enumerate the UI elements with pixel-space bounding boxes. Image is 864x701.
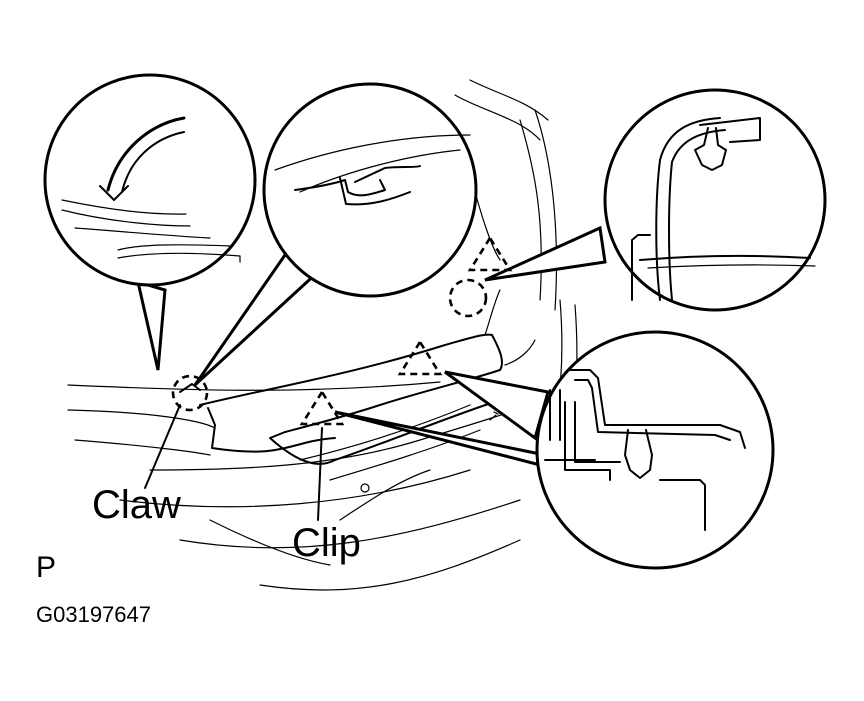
detail-bubble-clip-upper (484, 88, 827, 312)
claw-label: Claw (92, 483, 181, 527)
clip-location-marker-lower (299, 389, 345, 426)
clip-location-marker-upper (467, 235, 513, 272)
detail-bubble-clip-lower (334, 330, 775, 570)
claw-location-marker-upper (448, 278, 488, 318)
detail-bubble-claw-arc (43, 73, 257, 371)
figure-code-label: G03197647 (36, 602, 151, 627)
clip-label: Clip (292, 521, 361, 565)
claw-leader-line (144, 404, 181, 489)
vehicle-body-lines (67, 79, 578, 591)
view-mark-label: P (36, 551, 56, 584)
clip-location-marker-middle (397, 339, 443, 376)
claw-location-marker (171, 374, 209, 412)
detail-bubble-claw-hook (193, 82, 478, 387)
clip-leader-line (317, 427, 323, 521)
